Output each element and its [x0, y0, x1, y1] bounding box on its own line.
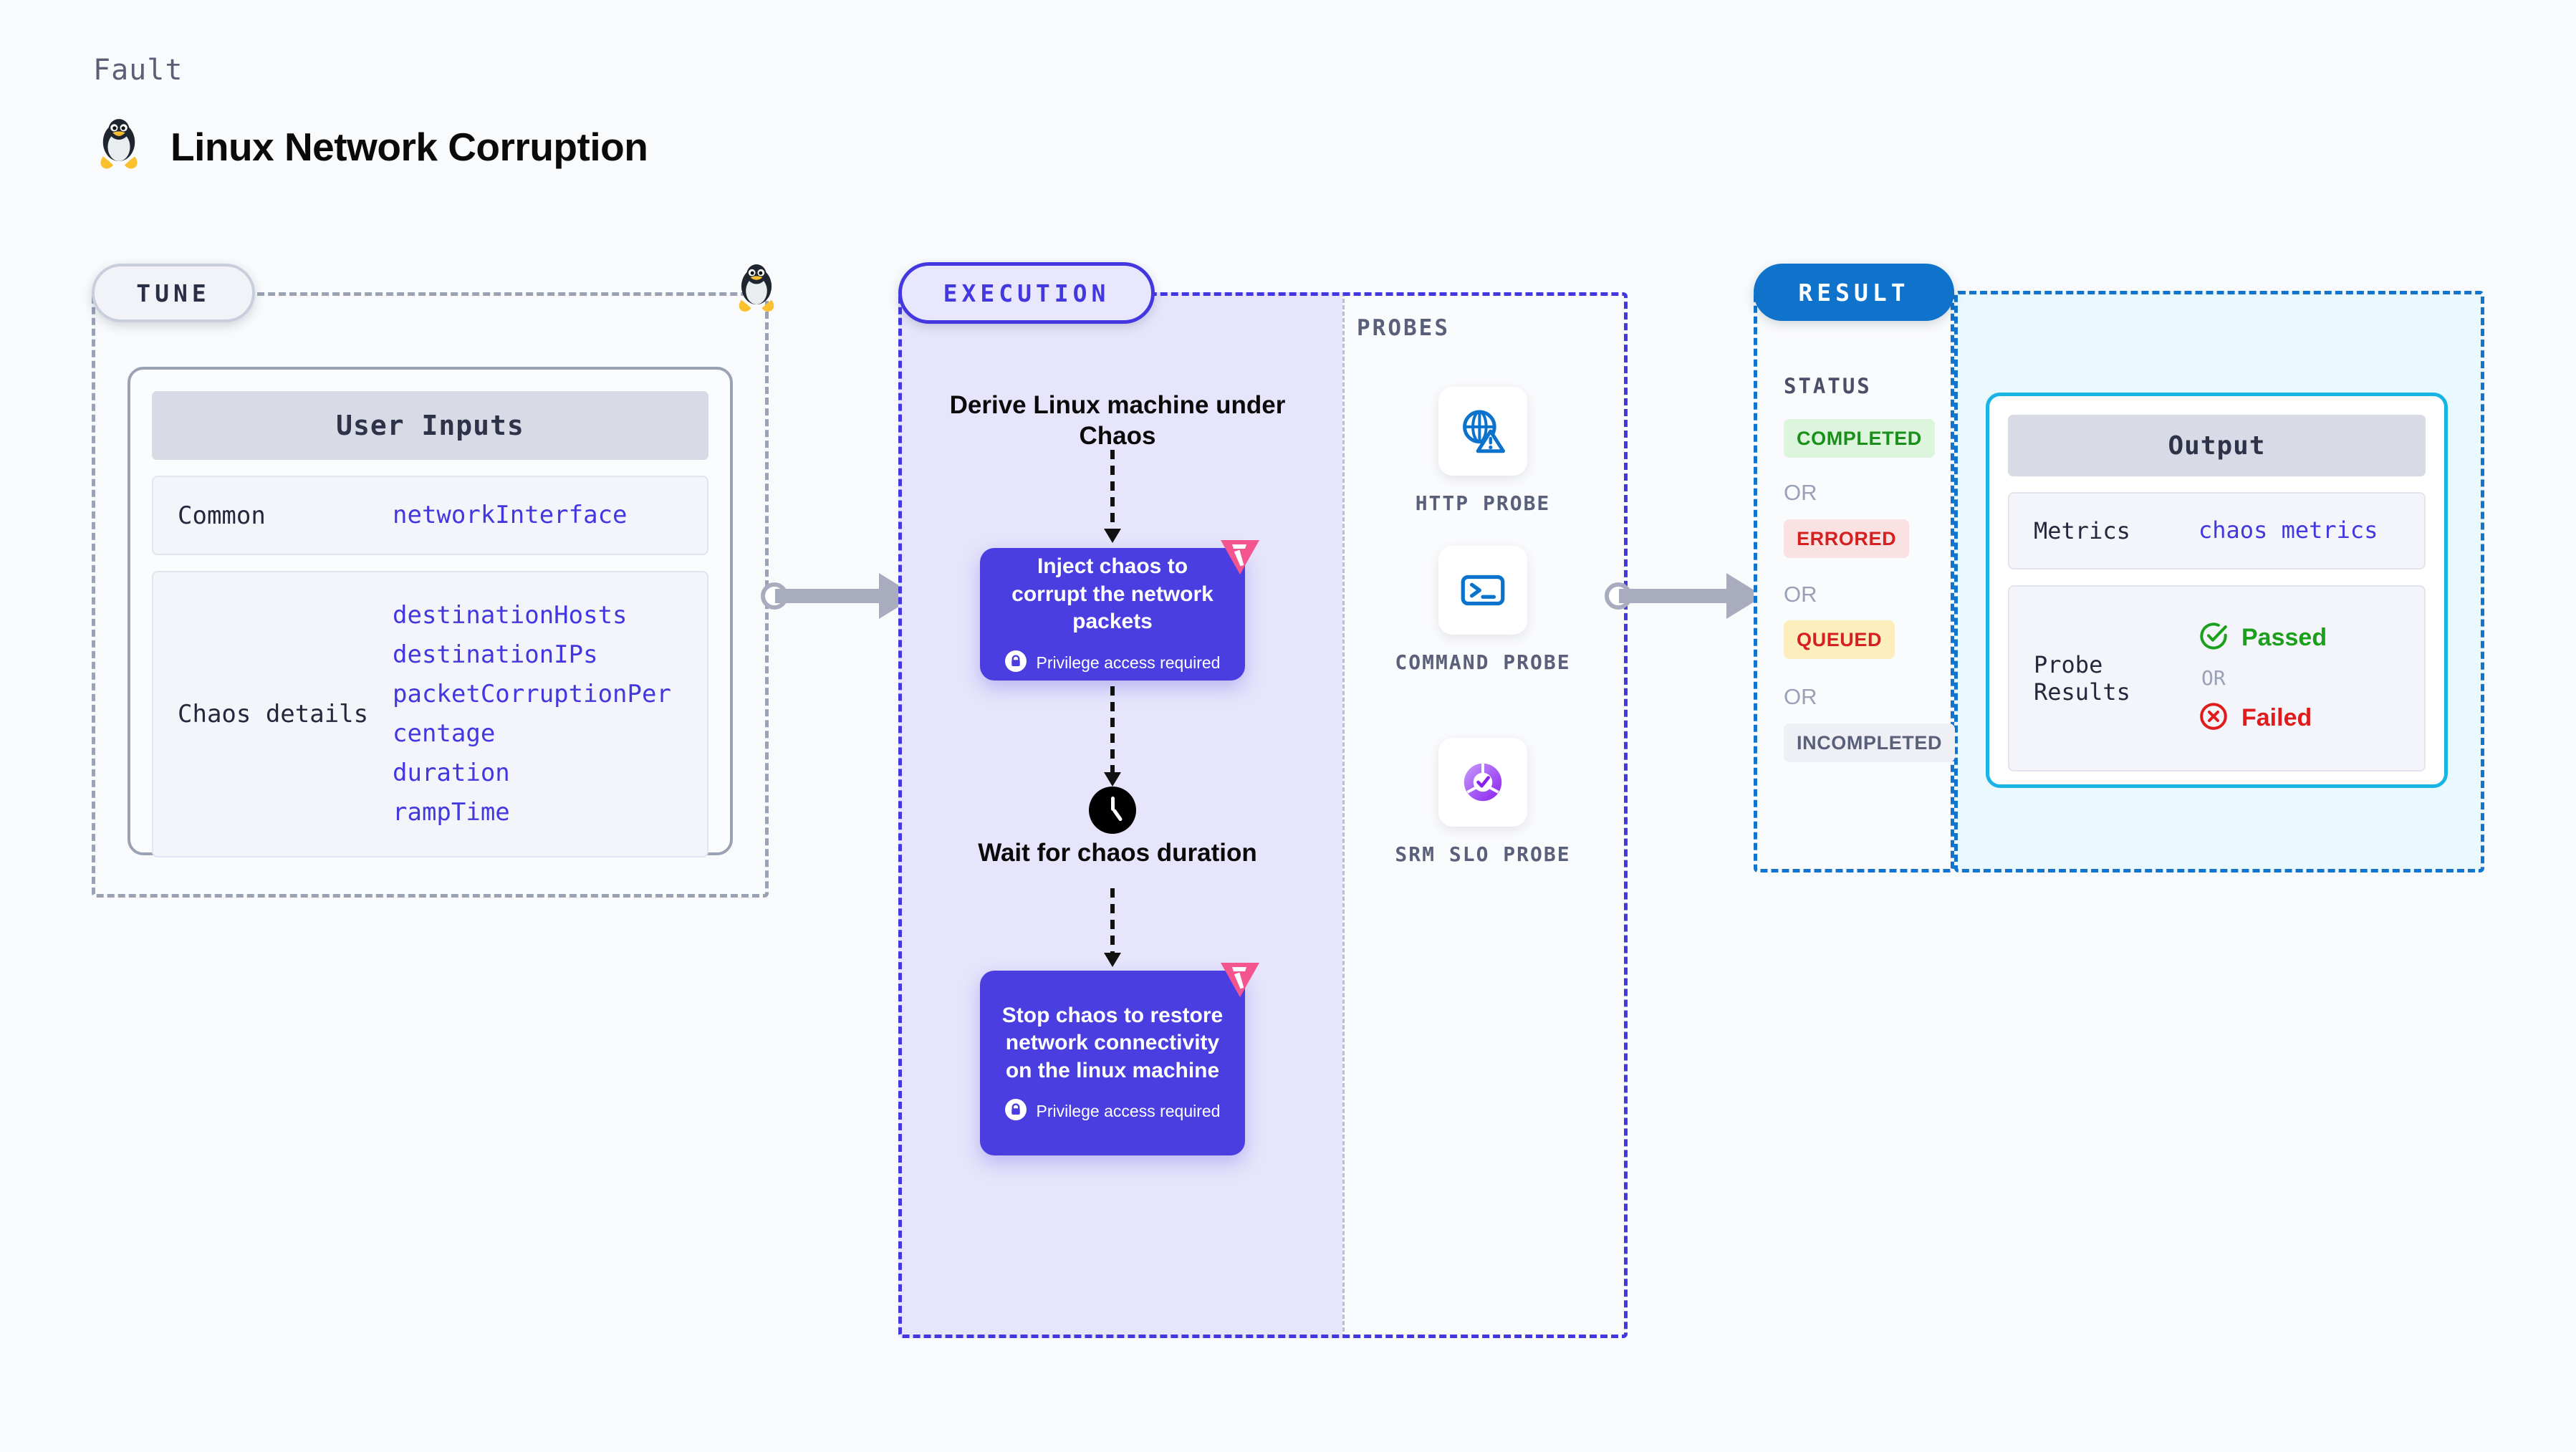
stop-chaos-node[interactable]: Stop chaos to restore network connectivi… [980, 971, 1245, 1155]
execution-panel [898, 292, 1628, 1338]
lock-icon [1004, 650, 1027, 675]
wait-step-label: Wait for chaos duration [978, 839, 1257, 867]
probe-passed-label: Passed [2241, 624, 2327, 652]
probe-failed-label: Failed [2241, 704, 2312, 732]
inject-privilege-label: Privilege access required [1036, 653, 1221, 672]
probes-section-label: PROBES [1357, 315, 1450, 341]
inject-chaos-title: Inject chaos to corrupt the network pack… [1011, 554, 1213, 634]
result-panel-border [1754, 291, 1954, 872]
status-badge-incompleted: INCOMPLETED [1784, 723, 1956, 762]
output-card-header: Output [2008, 415, 2426, 476]
param-packetCorruptionPercentage: packetCorruptionPercentage [393, 680, 671, 749]
probe-command-label: COMMAND PROBE [1395, 650, 1571, 674]
lock-icon [1004, 1099, 1027, 1124]
output-card: Output Metrics chaos metrics Probe Resul… [1986, 393, 2448, 788]
stop-chaos-title: Stop chaos to restore network connectivi… [1001, 1003, 1224, 1082]
status-badge-completed: COMPLETED [1784, 419, 1935, 458]
status-badge-errored: ERRORED [1784, 519, 1910, 558]
linux-tux-penguin-icon [93, 118, 145, 176]
stop-privilege-label: Privilege access required [1036, 1102, 1221, 1121]
page-title-row: Linux Network Corruption [93, 118, 648, 176]
tune-row-chaos-key: Chaos details [178, 700, 369, 729]
result-panel [1754, 291, 1954, 872]
status-or-2: OR [1784, 582, 1817, 607]
connector-shaft [775, 589, 890, 603]
probe-srm-slo-label: SRM SLO PROBE [1395, 842, 1571, 866]
tune-row-chaos-values: destinationHosts destinationIPs packetCo… [393, 596, 683, 832]
output-row-probe-results: Probe Results Passed OR [2008, 585, 2426, 771]
output-metrics-key: Metrics [2034, 516, 2130, 544]
clock-icon [1089, 787, 1136, 834]
param-networkInterface: networkInterface [393, 501, 628, 529]
inject-chaos-node[interactable]: Inject chaos to corrupt the network pack… [980, 548, 1245, 681]
param-rampTime: rampTime [393, 798, 510, 827]
litmus-chaos-logo-icon [1218, 537, 1262, 579]
tune-row-common-values: networkInterface [393, 496, 683, 535]
derive-step-label: Derive Linux machine under Chaos [949, 391, 1286, 450]
status-section-label: STATUS [1784, 374, 1872, 398]
slo-check-donut-icon [1438, 738, 1527, 827]
terminal-prompt-icon [1438, 546, 1527, 635]
probe-result-or: OR [2201, 666, 2226, 691]
flow-arrow-2 [1104, 686, 1121, 787]
probe-http-label: HTTP PROBE [1415, 491, 1551, 515]
connector-execution-to-result [1605, 573, 1779, 619]
page-title: Linux Network Corruption [170, 125, 648, 169]
probe-result-failed: Failed [2198, 701, 2327, 735]
litmus-chaos-logo-icon [1218, 960, 1262, 1001]
output-probe-results-key: Probe Results [2034, 650, 2130, 706]
tune-row-chaos-details: Chaos details destinationHosts destinati… [152, 571, 708, 858]
check-circle-icon [2198, 621, 2229, 655]
param-destinationHosts: destinationHosts [393, 600, 628, 630]
execution-stage-pill[interactable]: EXECUTION [898, 262, 1155, 324]
result-stage-pill[interactable]: RESULT [1754, 264, 1954, 321]
tune-stage-pill[interactable]: TUNE [92, 264, 255, 322]
user-inputs-card: User Inputs Common networkInterface Chao… [128, 367, 733, 858]
tune-row-common: Common networkInterface [152, 476, 708, 556]
globe-warning-icon [1438, 387, 1527, 476]
param-duration: duration [393, 759, 510, 788]
inject-privilege-row: Privilege access required [1004, 650, 1221, 675]
flow-arrow-1 [1104, 450, 1121, 543]
status-or-3: OR [1784, 684, 1817, 709]
param-destinationIPs: destinationIPs [393, 640, 598, 669]
output-metrics-value: chaos metrics [2198, 516, 2378, 544]
stop-privilege-row: Privilege access required [1004, 1099, 1221, 1124]
user-inputs-header: User Inputs [152, 391, 708, 460]
status-badge-queued: QUEUED [1784, 620, 1895, 659]
probe-item-srm-slo[interactable]: SRM SLO PROBE [1390, 738, 1576, 868]
connector-shaft [1619, 589, 1737, 603]
x-circle-icon [2198, 701, 2229, 735]
probe-result-passed: Passed [2198, 621, 2327, 655]
output-row-metrics: Metrics chaos metrics [2008, 492, 2426, 569]
probe-item-command[interactable]: COMMAND PROBE [1390, 546, 1576, 676]
output-probe-results-values: Passed OR Failed [2198, 621, 2327, 735]
status-or-1: OR [1784, 480, 1817, 505]
flow-arrow-3 [1104, 888, 1121, 967]
execution-panel-border [898, 292, 1628, 1338]
probe-item-http[interactable]: HTTP PROBE [1390, 387, 1576, 517]
linux-tux-badge-icon [732, 264, 781, 318]
page-kicker: Fault [93, 54, 183, 87]
tune-row-common-key: Common [178, 501, 266, 530]
